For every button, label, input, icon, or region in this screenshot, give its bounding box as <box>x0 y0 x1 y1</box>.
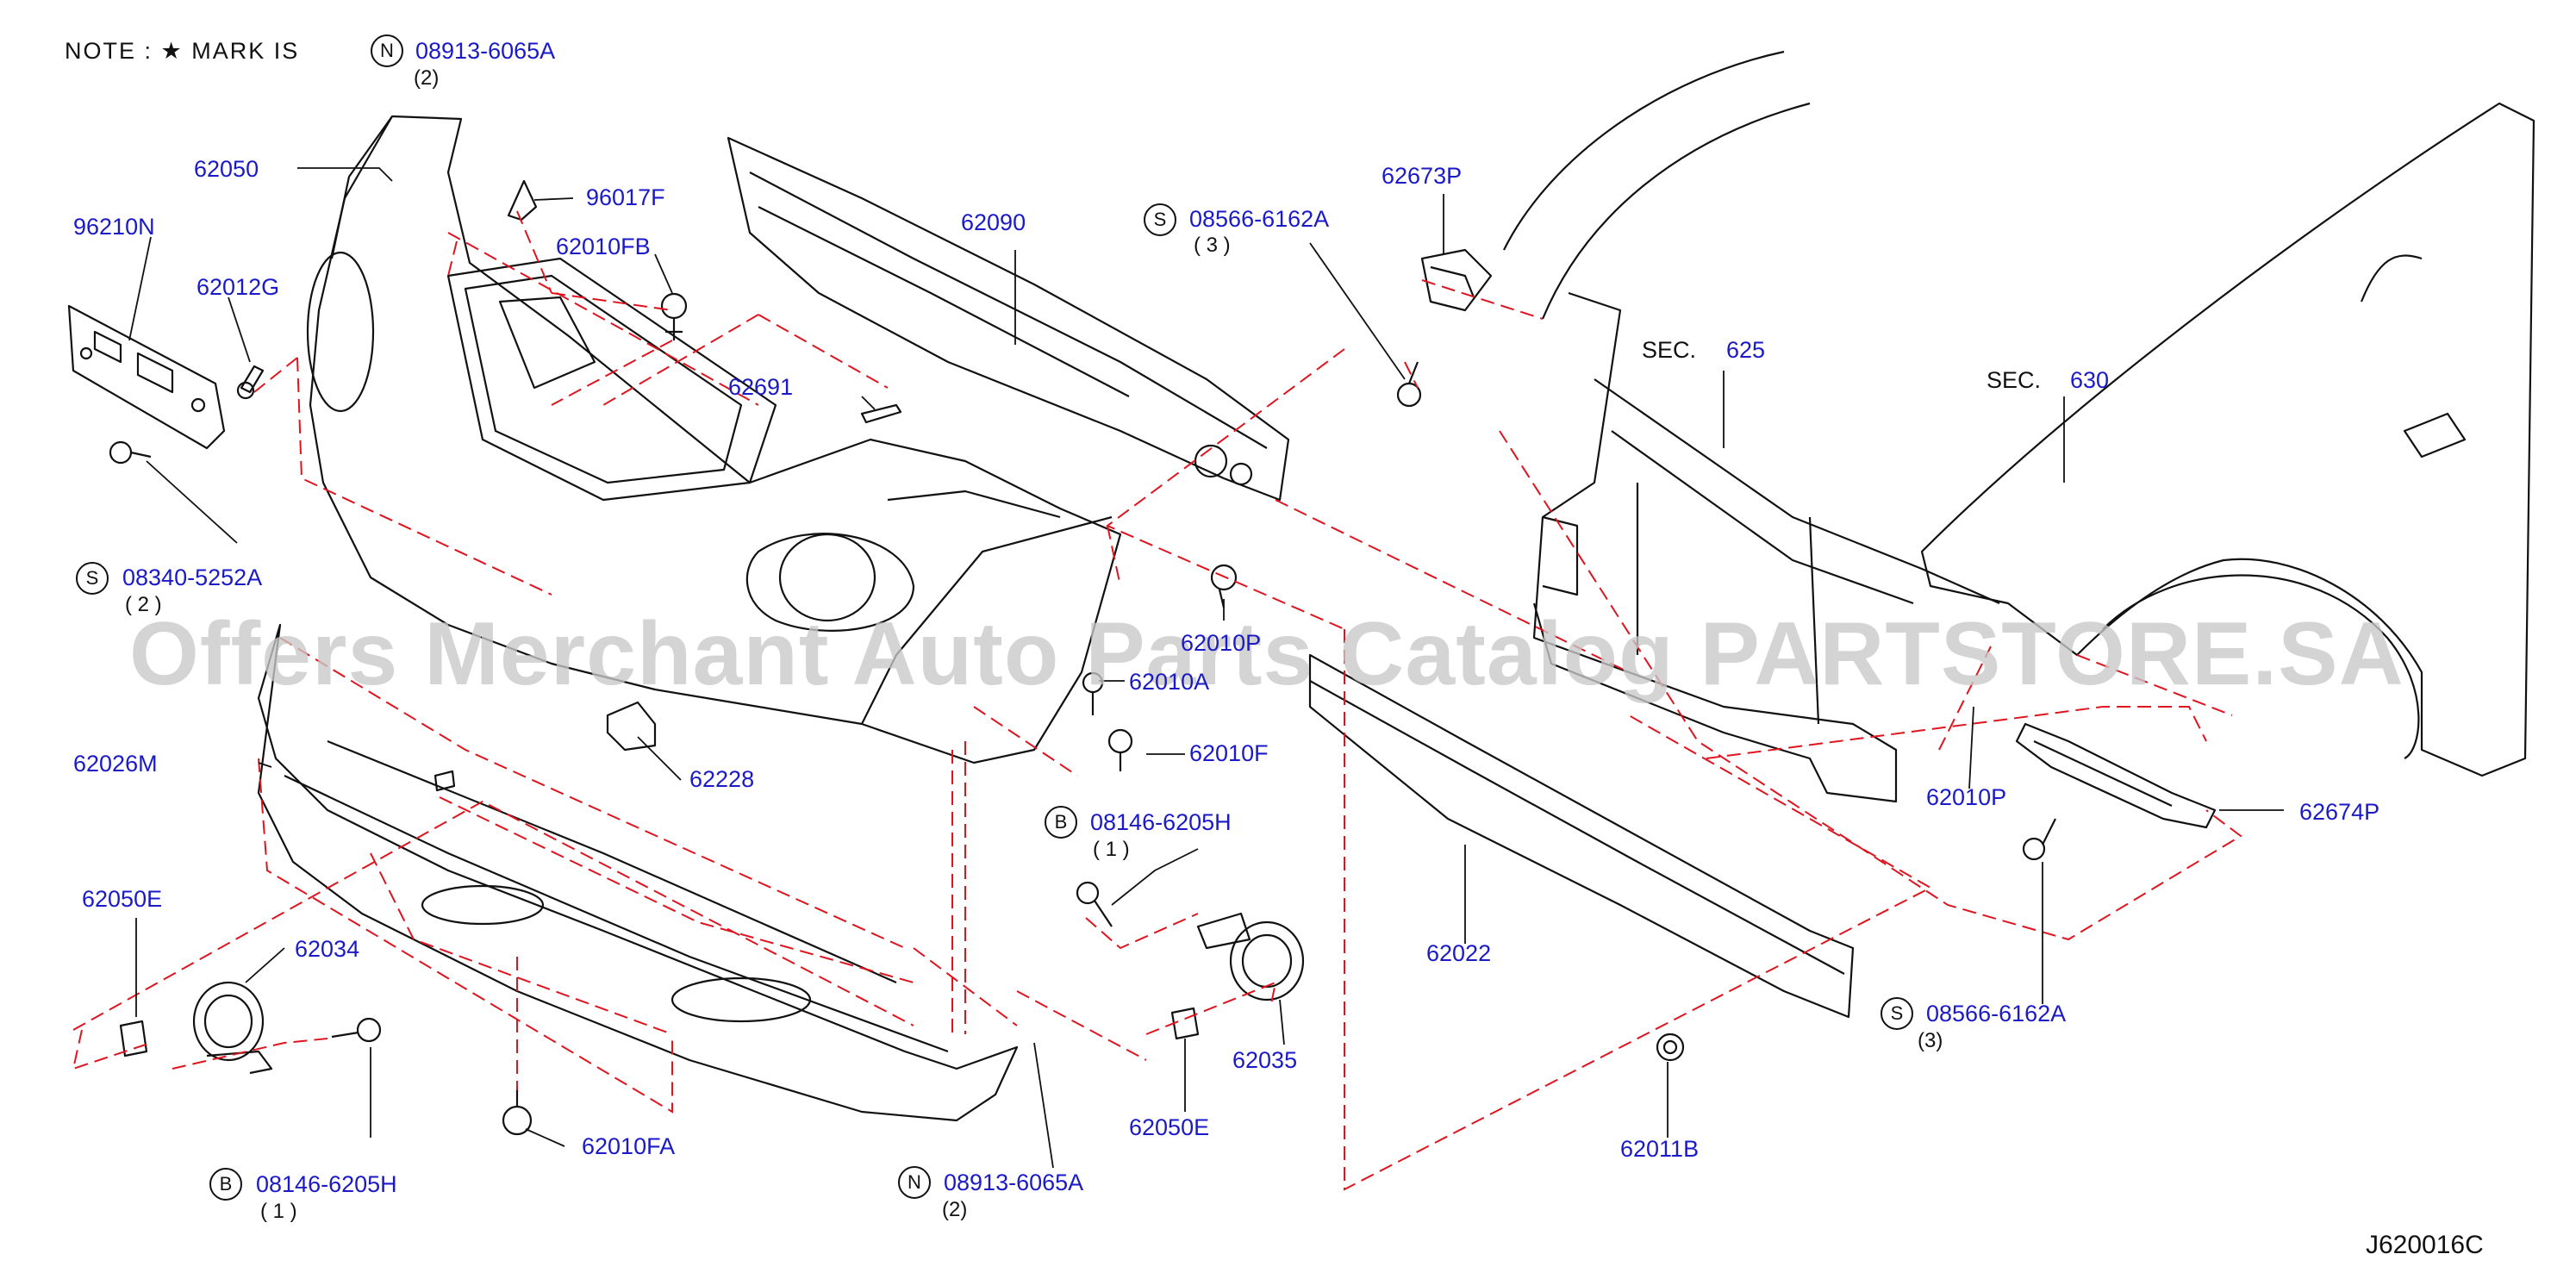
section-630-link[interactable]: 630 <box>2070 367 2110 393</box>
side-bracket-62674P <box>2015 722 2217 829</box>
star-clip <box>433 770 456 792</box>
callout-62691[interactable]: 62691 <box>728 374 794 400</box>
note-prefix: NOTE : ★ MARK IS <box>65 38 300 64</box>
bumper-fascia-part <box>306 115 1122 764</box>
callout-62674P[interactable]: 62674P <box>2299 799 2380 825</box>
callout-08566-6162A-top[interactable]: 08566-6162A <box>1189 206 1330 232</box>
callout-08566-6162A-right[interactable]: 08566-6162A <box>1926 1001 2067 1026</box>
clip-62010FB <box>660 292 688 340</box>
bumper-absorber-part <box>1308 653 1855 1019</box>
callout-62090[interactable]: 62090 <box>961 209 1026 235</box>
callout-62034[interactable]: 62034 <box>295 936 360 962</box>
callout-08146-6205H-mid[interactable]: 08146-6205H <box>1090 809 1232 835</box>
callout-62022[interactable]: 62022 <box>1426 940 1492 966</box>
callout-08566-6162A-right-qty: (3) <box>1918 1029 1943 1052</box>
callout-08146-6205H-mid-qty: ( 1 ) <box>1093 838 1130 861</box>
fog-lamp-62228 <box>606 701 657 752</box>
diagram-code: J620016C <box>2366 1231 2484 1259</box>
callout-96017F[interactable]: 96017F <box>586 184 665 210</box>
callout-62012G[interactable]: 62012G <box>196 274 280 300</box>
fog-bracket-62035 <box>1196 912 1305 1001</box>
callout-circle-s-icon: S <box>76 562 109 595</box>
callout-08340-5252A[interactable]: 08340-5252A <box>122 565 263 590</box>
bolt-08340-5252A <box>109 440 152 465</box>
section-630-prefix: SEC. <box>1987 367 2042 393</box>
callout-circle-s-icon: S <box>1144 203 1176 236</box>
assembly-guide-lines <box>72 210 2242 1191</box>
callout-62010F[interactable]: 62010F <box>1189 740 1269 766</box>
callout-08913-6065A-bot[interactable]: 08913-6065A <box>944 1170 1084 1195</box>
callout-08146-6205H-bot[interactable]: 08146-6205H <box>256 1171 397 1197</box>
clip-62050E-right <box>1170 1007 1200 1040</box>
callout-circle-b-icon: B <box>1045 806 1077 839</box>
section-625-link[interactable]: 625 <box>1726 337 1766 363</box>
clip-62010FA <box>502 1088 533 1136</box>
clip-96017F <box>507 179 538 221</box>
callout-62010P-a[interactable]: 62010P <box>1181 630 1262 656</box>
callout-08566-6162A-top-qty: ( 3 ) <box>1194 234 1231 257</box>
bolt-08566-6162A-right <box>2022 818 2056 861</box>
fender-part <box>1920 102 2535 777</box>
callout-62050E-left[interactable]: 62050E <box>82 886 163 912</box>
note-part-number[interactable]: 08913-6065A <box>415 38 556 64</box>
callout-62011B[interactable]: 62011B <box>1620 1136 1700 1162</box>
bolt-08566-6162A-top <box>1396 361 1422 408</box>
callout-62050E-right[interactable]: 62050E <box>1129 1114 1210 1140</box>
license-bracket-part <box>67 304 226 450</box>
bolt-62010A <box>1082 671 1104 715</box>
upper-reinforcement-part <box>727 136 1290 502</box>
bolt-08146-6205H-bot <box>331 1017 382 1043</box>
callout-62026M[interactable]: 62026M <box>73 751 158 777</box>
callout-62050[interactable]: 62050 <box>194 156 259 182</box>
section-625-prefix: SEC. <box>1642 337 1697 363</box>
leader-lines <box>128 167 2284 1169</box>
bolt-08146-6205H-mid <box>1076 881 1113 927</box>
callout-62010A[interactable]: 62010A <box>1129 669 1210 695</box>
nut-62011B <box>1656 1033 1685 1062</box>
callout-62228[interactable]: 62228 <box>689 766 755 792</box>
callout-08913-6065A-bot-qty: (2) <box>942 1198 968 1221</box>
note-quantity: (2) <box>414 66 440 90</box>
clip-62010F <box>1107 728 1133 771</box>
callout-96210N[interactable]: 96210N <box>73 214 155 240</box>
fastener-icons <box>109 292 2056 1136</box>
screw-62012G <box>236 365 265 400</box>
lower-grille-part <box>257 623 1019 1122</box>
callout-circle-n-icon: N <box>898 1166 931 1199</box>
callout-circle-s-icon: S <box>1881 997 1913 1030</box>
clip-62050E-left <box>119 1020 148 1058</box>
callout-08340-5252A-qty: ( 2 ) <box>125 593 162 616</box>
clip-62691 <box>860 403 902 424</box>
callout-62010FA[interactable]: 62010FA <box>582 1133 676 1159</box>
side-bracket-62673P <box>1420 248 1493 312</box>
fog-bracket-62034 <box>192 981 273 1075</box>
note-circle-n-icon: N <box>371 34 403 67</box>
callout-circle-b-icon: B <box>209 1168 242 1201</box>
note-header: NOTE : ★ MARK IS <box>65 38 299 65</box>
callout-62673P[interactable]: 62673P <box>1382 163 1463 189</box>
watermark: Offers Merchant Auto Parts Catalog PARTS… <box>129 604 2404 704</box>
callout-08146-6205H-bot-qty: ( 1 ) <box>260 1200 297 1223</box>
callout-62010P-b[interactable]: 62010P <box>1926 784 2007 810</box>
callout-62010FB[interactable]: 62010FB <box>556 234 651 259</box>
callout-62035[interactable]: 62035 <box>1232 1047 1298 1073</box>
